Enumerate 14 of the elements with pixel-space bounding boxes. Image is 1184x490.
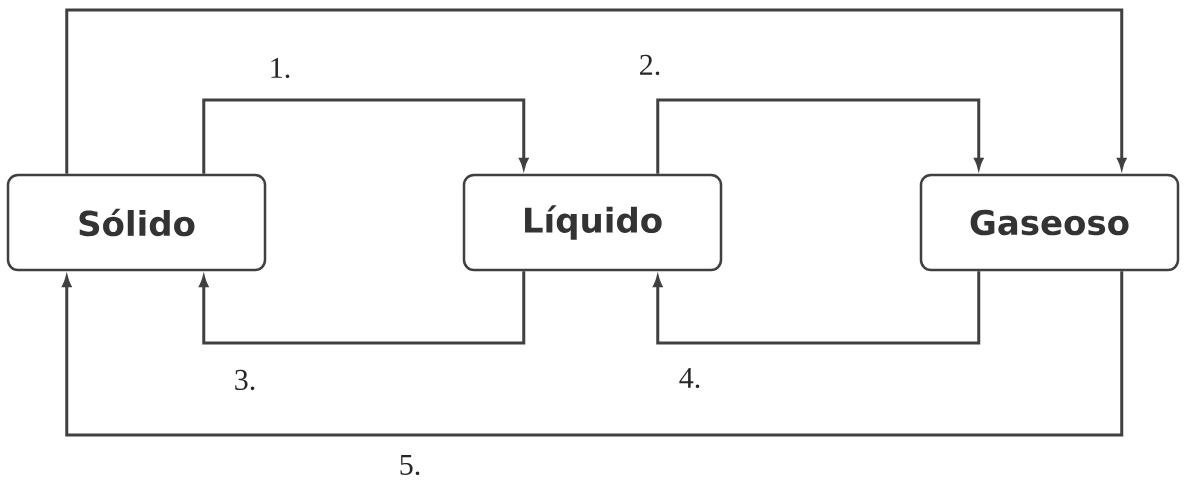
edge-label: 4. — [679, 367, 700, 389]
edge-label: 2. — [640, 54, 660, 76]
arrow — [65, 8, 1127, 174]
state-box: Líquido — [462, 173, 723, 272]
edge-label: 5. — [400, 454, 420, 475]
arrow — [656, 98, 984, 174]
arrow — [653, 271, 981, 345]
arrow — [202, 98, 529, 174]
arrow — [62, 271, 1124, 437]
arrow — [199, 271, 526, 345]
edge-label: 3. — [235, 369, 255, 391]
edge-label: 1. — [271, 57, 290, 79]
state-box: Sólido — [6, 173, 267, 272]
state-box: Gaseoso — [919, 173, 1180, 272]
